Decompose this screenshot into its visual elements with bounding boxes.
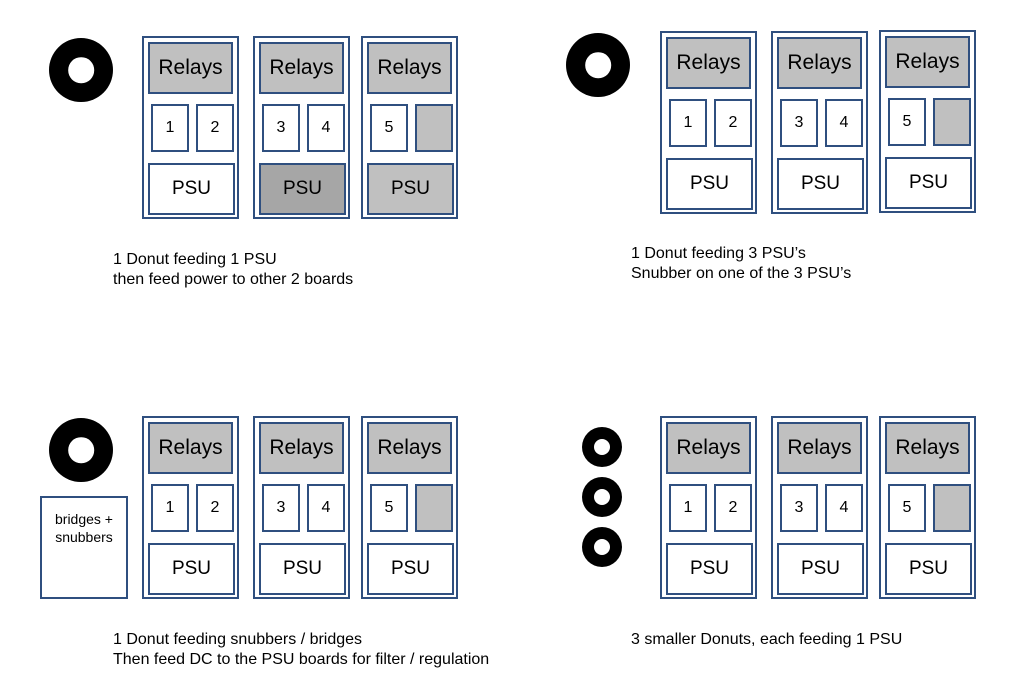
- caption-line: 3 smaller Donuts, each feeding 1 PSU: [631, 631, 903, 648]
- slot: 2: [196, 484, 234, 532]
- board-3: Relays 5 PSU: [879, 30, 976, 213]
- psu-block: PSU: [367, 543, 454, 595]
- caption-line: then feed power to other 2 boards: [113, 271, 354, 288]
- psu-block: PSU: [148, 543, 235, 595]
- slot: 2: [714, 484, 752, 532]
- relays-block: Relays: [777, 37, 862, 89]
- board-2: Relays 3 4 PSU: [771, 416, 868, 599]
- slot: 3: [780, 484, 818, 532]
- relays-block: Relays: [666, 37, 751, 89]
- psu-block: PSU: [777, 158, 864, 210]
- caption-option-4: 3 smaller Donuts, each feeding 1 PSU: [631, 630, 902, 650]
- small-donut-transformer-icon: [582, 477, 622, 517]
- psu-block: PSU: [148, 163, 235, 215]
- psu-block: PSU: [666, 158, 753, 210]
- psu-block: PSU: [885, 157, 972, 209]
- slot: 3: [780, 99, 818, 147]
- slot: 4: [307, 104, 345, 152]
- psu-block: PSU: [666, 543, 753, 595]
- caption-option-2: 1 Donut feeding 3 PSU’s Snubber on one o…: [631, 244, 851, 284]
- slot: 2: [714, 99, 752, 147]
- bridges-label: bridges +: [55, 511, 113, 527]
- caption-line: 1 Donut feeding 3 PSU’s: [631, 245, 806, 262]
- slot: 5: [888, 484, 926, 532]
- relays-block: Relays: [367, 422, 452, 474]
- slot: 1: [669, 484, 707, 532]
- snubbers-label: snubbers: [55, 529, 113, 545]
- empty-slot: [415, 484, 453, 532]
- slot: 4: [825, 484, 863, 532]
- caption-option-3: 1 Donut feeding snubbers / bridges Then …: [113, 630, 489, 670]
- donut-transformer-icon: [49, 38, 113, 102]
- psu-block: PSU: [777, 543, 864, 595]
- relays-block: Relays: [148, 42, 233, 94]
- relays-block: Relays: [777, 422, 862, 474]
- relays-block: Relays: [885, 422, 970, 474]
- caption-line: Then feed DC to the PSU boards for filte…: [113, 651, 490, 668]
- bridges-snubbers-box: bridges + snubbers: [40, 496, 128, 599]
- board-1: Relays 1 2 PSU: [142, 416, 239, 599]
- board-2: Relays 3 4 PSU: [771, 31, 868, 214]
- board-1: Relays 1 2 PSU: [142, 36, 239, 219]
- board-3: Relays 5 PSU: [879, 416, 976, 599]
- board-1: Relays 1 2 PSU: [660, 31, 757, 214]
- board-3: Relays 5 PSU: [361, 36, 458, 219]
- slot: 3: [262, 484, 300, 532]
- slot: 1: [669, 99, 707, 147]
- caption-line: 1 Donut feeding 1 PSU: [113, 251, 277, 268]
- caption-line: Snubber on one of the 3 PSU’s: [631, 265, 852, 282]
- psu-block: PSU: [259, 163, 346, 215]
- slot: 5: [370, 104, 408, 152]
- slot: 1: [151, 484, 189, 532]
- caption-line: 1 Donut feeding snubbers / bridges: [113, 631, 363, 648]
- empty-slot: [415, 104, 453, 152]
- slot: 5: [370, 484, 408, 532]
- relays-block: Relays: [367, 42, 452, 94]
- small-donut-transformer-icon: [582, 527, 622, 567]
- relays-block: Relays: [259, 42, 344, 94]
- slot: 3: [262, 104, 300, 152]
- psu-block: PSU: [367, 163, 454, 215]
- board-2: Relays 3 4 PSU: [253, 36, 350, 219]
- donut-transformer-icon: [49, 418, 113, 482]
- caption-option-1: 1 Donut feeding 1 PSU then feed power to…: [113, 250, 353, 290]
- psu-block: PSU: [885, 543, 972, 595]
- relays-block: Relays: [259, 422, 344, 474]
- donut-transformer-icon: [566, 33, 630, 97]
- slot: 4: [307, 484, 345, 532]
- slot: 5: [888, 98, 926, 146]
- board-1: Relays 1 2 PSU: [660, 416, 757, 599]
- small-donut-transformer-icon: [582, 427, 622, 467]
- slot: 2: [196, 104, 234, 152]
- empty-slot: [933, 98, 971, 146]
- board-3: Relays 5 PSU: [361, 416, 458, 599]
- empty-slot: [933, 484, 971, 532]
- relays-block: Relays: [885, 36, 970, 88]
- board-2: Relays 3 4 PSU: [253, 416, 350, 599]
- relays-block: Relays: [666, 422, 751, 474]
- relays-block: Relays: [148, 422, 233, 474]
- slot: 4: [825, 99, 863, 147]
- slot: 1: [151, 104, 189, 152]
- psu-block: PSU: [259, 543, 346, 595]
